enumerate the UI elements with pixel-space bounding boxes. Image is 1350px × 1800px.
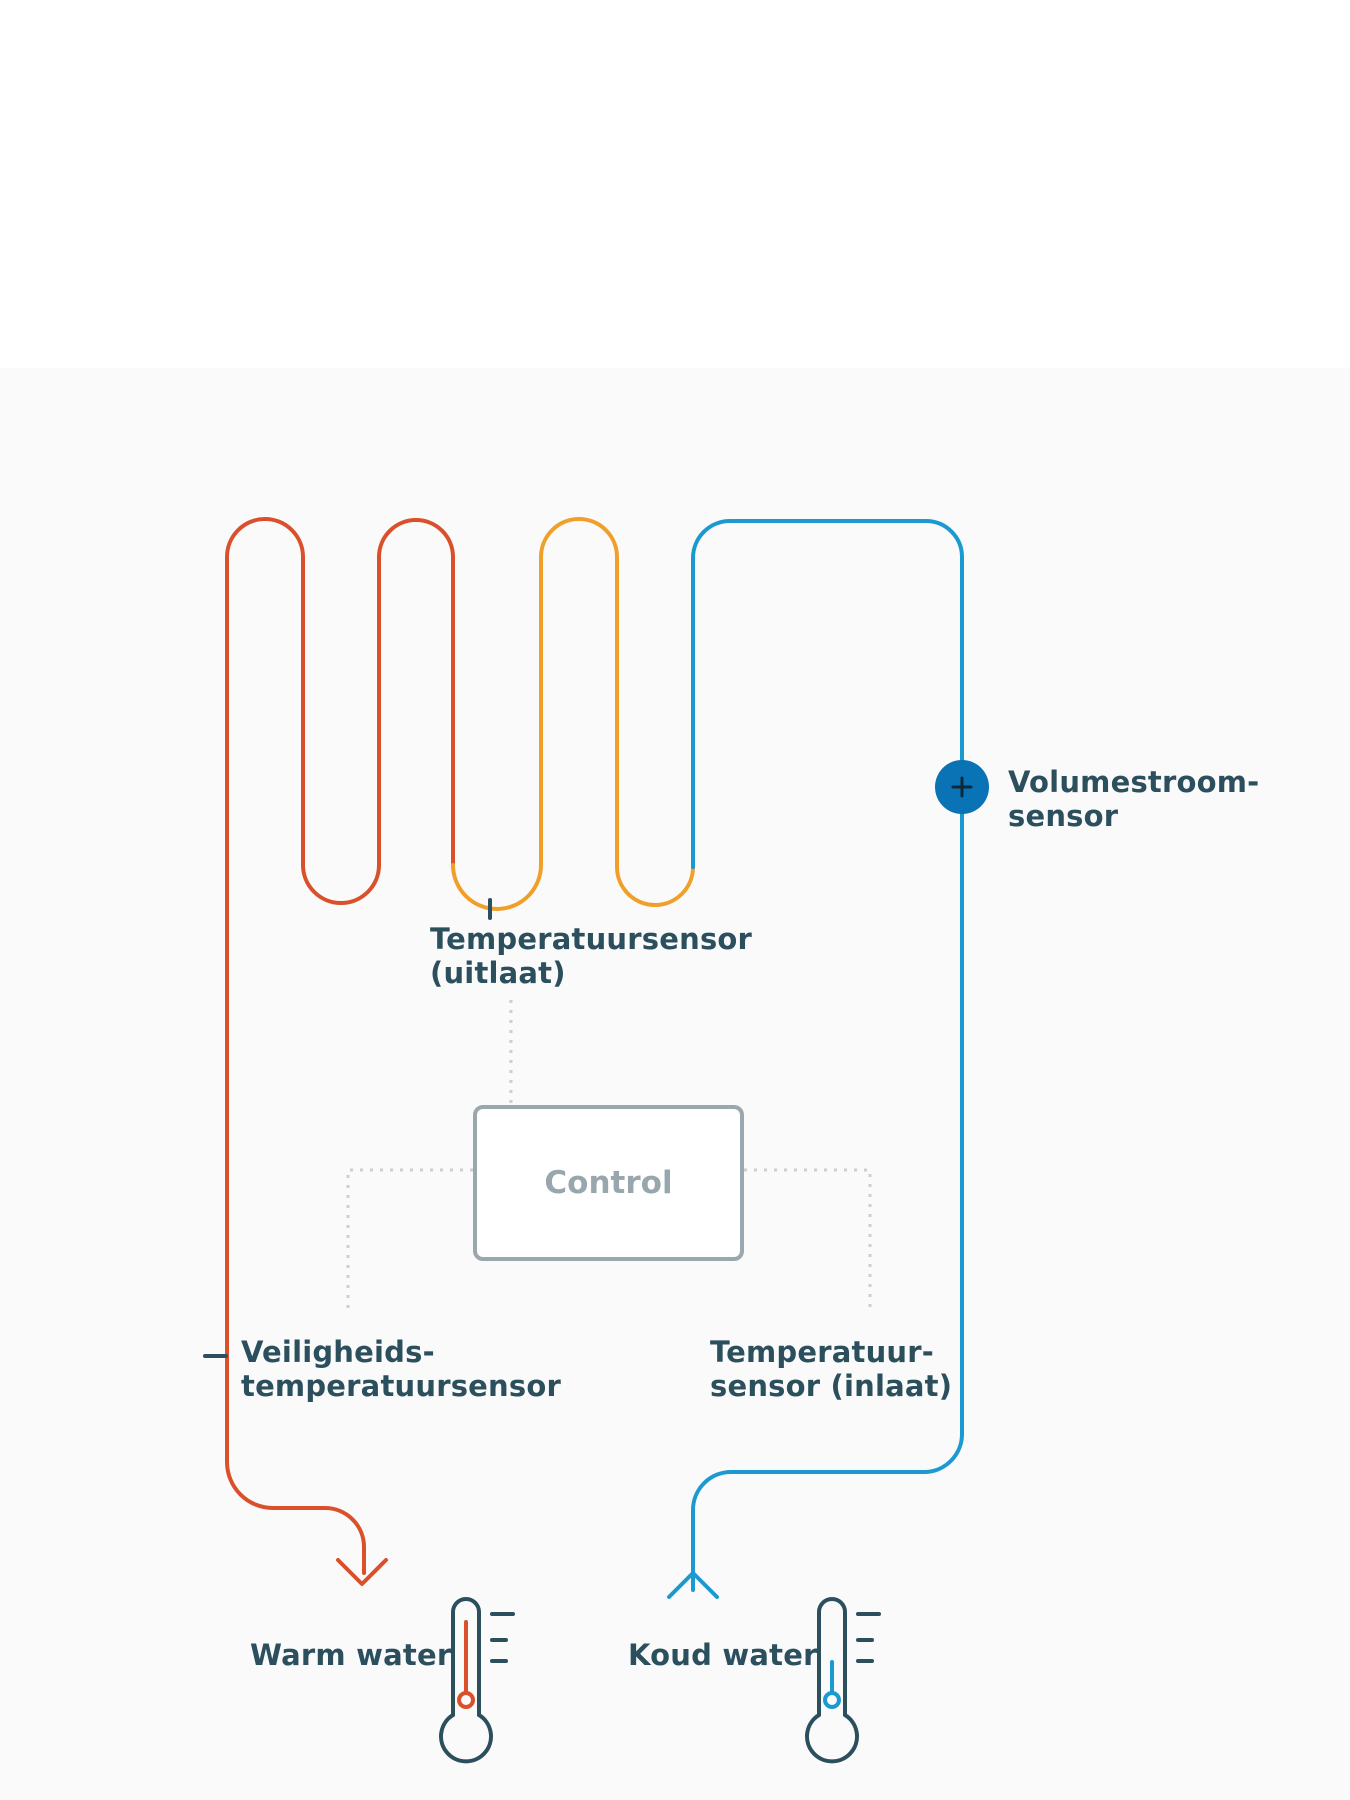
flow-sensor-label-line1: Volumestroom- [1008,765,1260,799]
safety-sensor-label: Veiligheids- temperatuursensor [241,1335,561,1403]
flow-sensor-label: Volumestroom- sensor [1008,765,1259,833]
control-label: Control [544,1165,673,1201]
outlet-sensor-label-line1: Temperatuursensor [430,922,753,956]
cold-water-label: Koud water [628,1638,818,1672]
outlet-sensor-label: Temperatuursensor (uitlaat) [430,922,752,990]
signal-line-inlet [744,1168,872,1310]
control-box [473,1105,744,1261]
pipe-warm [451,517,695,911]
outlet-sensor-label-line2: (uitlaat) [430,956,566,990]
signal-lines [346,1000,872,1310]
thermometer-hot-icon [439,1597,515,1764]
arrow-up-icon [667,1571,719,1599]
inlet-sensor-label-line2: sensor (inlaat) [710,1369,953,1403]
warm-water-label: Warm water [250,1638,452,1672]
inlet-sensor-label-line1: Temperatuur- [710,1335,935,1369]
safety-sensor-label-line1: Veiligheids- [241,1335,435,1369]
arrow-down-icon [336,1558,388,1586]
flow-sensor-icon [935,760,989,814]
inlet-sensor-label: Temperatuur- sensor (inlaat) [710,1335,952,1403]
safety-sensor-label-line2: temperatuursensor [241,1369,561,1403]
pipe-cold [691,519,964,1592]
flow-sensor-label-line2: sensor [1008,799,1119,833]
thermometer-cold-icon [805,1597,881,1764]
pipe-hot [225,517,455,1575]
signal-line-safety [346,1168,473,1310]
